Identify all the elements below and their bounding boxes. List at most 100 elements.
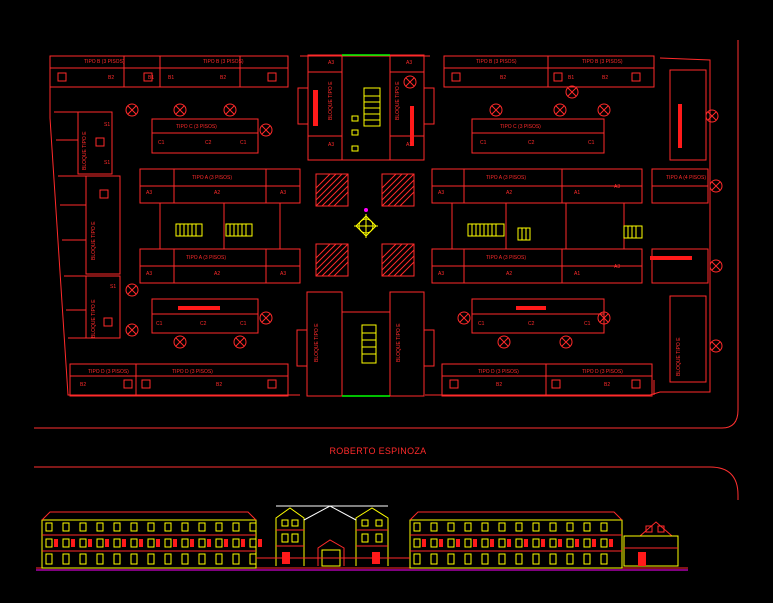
wall-fill bbox=[282, 552, 290, 564]
window-icon bbox=[232, 538, 240, 548]
unit-code: B2 bbox=[496, 382, 502, 388]
unit-code: B2 bbox=[80, 382, 86, 388]
door-icon bbox=[88, 539, 92, 547]
window-icon bbox=[147, 522, 155, 532]
building-block-top-center bbox=[297, 54, 435, 161]
window-icon bbox=[600, 553, 608, 565]
window-icon bbox=[600, 538, 608, 548]
unit-code: C1 bbox=[478, 321, 485, 327]
tree-icon bbox=[173, 103, 187, 117]
door-icon bbox=[122, 539, 126, 547]
tree-icon bbox=[709, 259, 723, 273]
window-icon bbox=[515, 538, 523, 548]
block-label: TIPO D (3 PISOS) bbox=[88, 369, 129, 375]
window-icon bbox=[147, 538, 155, 548]
door-icon bbox=[71, 539, 75, 547]
tree-icon-cross bbox=[261, 125, 271, 135]
unit-code: A3 bbox=[438, 190, 444, 196]
window-icon bbox=[198, 553, 206, 565]
window-icon bbox=[549, 538, 557, 548]
window-icon bbox=[481, 538, 489, 548]
tree-icon-cross bbox=[261, 313, 271, 323]
unit-code: B2 bbox=[216, 382, 222, 388]
unit-code: C1 bbox=[480, 140, 487, 146]
plaza-planters bbox=[315, 173, 415, 277]
unit-code: C1 bbox=[158, 140, 165, 146]
tree-icon-cross bbox=[235, 337, 245, 347]
unit-code: C1 bbox=[588, 140, 595, 146]
tree-icon-cross bbox=[707, 111, 717, 121]
stairs bbox=[467, 223, 643, 241]
unit-code: A3 bbox=[280, 271, 286, 277]
window-icon bbox=[181, 538, 189, 548]
window-icon bbox=[249, 522, 257, 532]
window-icon bbox=[566, 553, 574, 565]
door-icon bbox=[156, 539, 160, 547]
unit-code: S1 bbox=[104, 160, 110, 166]
wall-fill bbox=[313, 90, 318, 126]
block-label-vertical: BLOQUE TIPO E bbox=[395, 81, 401, 120]
road-edges bbox=[34, 40, 739, 500]
wall-fill bbox=[650, 256, 692, 260]
block-label: TIPO D (3 PISOS) bbox=[478, 369, 519, 375]
unit-code: C1 bbox=[240, 321, 247, 327]
unit-code: B2 bbox=[604, 382, 610, 388]
window-icon bbox=[498, 522, 506, 532]
unit-code: S1 bbox=[104, 122, 110, 128]
window-icon bbox=[515, 522, 523, 532]
unit-code: C2 bbox=[200, 321, 207, 327]
block-label-vertical: BLOQUE TIPO E bbox=[676, 337, 682, 376]
window-icon bbox=[62, 538, 70, 548]
unit-code: C2 bbox=[528, 321, 535, 327]
window-icon bbox=[532, 522, 540, 532]
block-label: TIPO B (3 PISOS) bbox=[203, 59, 244, 65]
window-icon bbox=[464, 522, 472, 532]
unit-code: A3 bbox=[406, 142, 412, 148]
window-icon bbox=[96, 522, 104, 532]
block-label-vertical: BLOQUE TIPO E bbox=[91, 299, 97, 338]
door-icon bbox=[609, 539, 613, 547]
door-icon bbox=[524, 539, 528, 547]
window-icon bbox=[96, 553, 104, 565]
door-icon bbox=[139, 539, 143, 547]
unit-code: C1 bbox=[240, 140, 247, 146]
window-icon bbox=[232, 553, 240, 565]
building-block-top-right bbox=[443, 55, 655, 88]
window-icon bbox=[532, 553, 540, 565]
door-icon bbox=[224, 539, 228, 547]
block-label: TIPO B (3 PISOS) bbox=[84, 59, 125, 65]
window-icon bbox=[130, 553, 138, 565]
window-icon bbox=[45, 538, 53, 548]
tree-icon-cross bbox=[175, 337, 185, 347]
window-icon bbox=[79, 522, 87, 532]
tree-icon bbox=[457, 311, 471, 325]
window-icon bbox=[215, 553, 223, 565]
door-icon bbox=[173, 539, 177, 547]
window-icon bbox=[164, 538, 172, 548]
tree-icon bbox=[709, 339, 723, 353]
unit-code: A2 bbox=[506, 271, 512, 277]
unit-code: A1 bbox=[574, 190, 580, 196]
window-icon bbox=[113, 522, 121, 532]
window-icon bbox=[498, 553, 506, 565]
tree-icon-cross bbox=[459, 313, 469, 323]
block-label: TIPO A (3 PISOS) bbox=[486, 255, 526, 261]
tree-icon bbox=[597, 311, 611, 325]
elevation-facade-left bbox=[41, 511, 262, 569]
tree-icon-cross bbox=[599, 313, 609, 323]
window-icon bbox=[198, 522, 206, 532]
unit-code: A1 bbox=[574, 271, 580, 277]
unit-code: A3 bbox=[614, 184, 620, 190]
tree-icon-cross bbox=[711, 341, 721, 351]
window-icon bbox=[430, 538, 438, 548]
door-icon bbox=[490, 539, 494, 547]
unit-code: A3 bbox=[328, 142, 334, 148]
block-label: TIPO A (3 PISOS) bbox=[486, 175, 526, 181]
block-label: TIPO A (3 PISOS) bbox=[192, 175, 232, 181]
tree-icon-cross bbox=[405, 77, 415, 87]
tree-icon bbox=[489, 103, 503, 117]
window-icon bbox=[481, 553, 489, 565]
door-icon bbox=[558, 539, 562, 547]
window-icon bbox=[549, 553, 557, 565]
